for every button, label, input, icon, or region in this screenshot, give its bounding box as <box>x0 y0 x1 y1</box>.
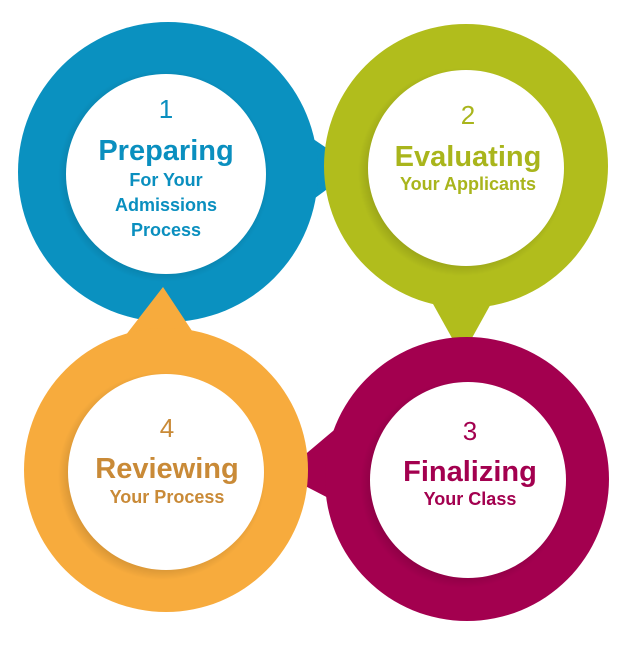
step-4-ring <box>24 287 308 612</box>
step-4-pointer <box>122 287 198 340</box>
step-3-number: 3 <box>463 416 477 446</box>
step-2-ring <box>324 24 608 356</box>
step-4-number: 4 <box>160 413 174 443</box>
step-3-text: 3 Finalizing Your Class <box>403 416 537 509</box>
step-2-title: Evaluating <box>395 141 542 173</box>
step-3-ring <box>282 337 609 621</box>
step-4-subtitle-line: Your Process <box>110 487 225 507</box>
step-1-ring <box>18 22 356 322</box>
step-1-inner <box>66 74 266 274</box>
step-2-text: 2 Evaluating Your Applicants <box>395 100 542 194</box>
step-4-inner <box>68 374 264 570</box>
step-2-inner <box>368 70 564 266</box>
step-1-text: 1 Preparing For Your Admissions Process <box>98 94 233 240</box>
step-4-title: Reviewing <box>95 453 238 485</box>
step-2-number: 2 <box>461 100 475 130</box>
step-4-text: 4 Reviewing Your Process <box>95 413 238 507</box>
step-1-title: Preparing <box>98 135 233 167</box>
step-1-number: 1 <box>159 94 173 124</box>
step-1-subtitle-line: Process <box>131 220 201 240</box>
step-1-subtitle-line: Admissions <box>115 195 217 215</box>
step-2-subtitle-line: Your Applicants <box>400 174 536 194</box>
step-3-subtitle-line: Your Class <box>424 489 517 509</box>
step-3-title: Finalizing <box>403 456 537 488</box>
step-3-inner <box>370 382 566 578</box>
step-1-subtitle-line: For Your <box>129 170 202 190</box>
